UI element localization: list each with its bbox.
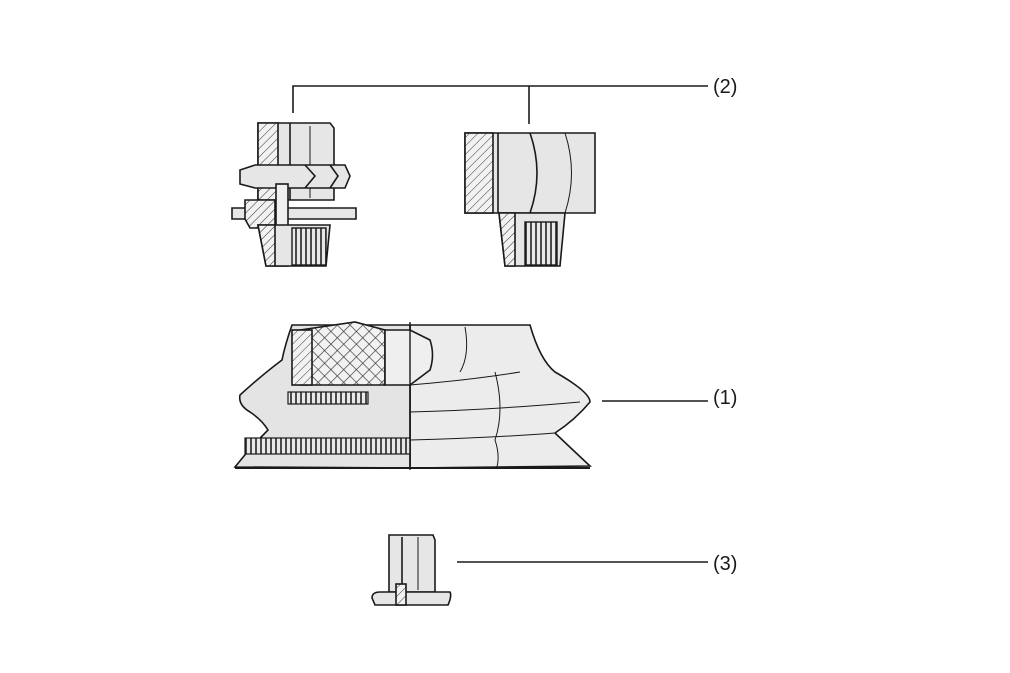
callout-label-1: (1) [713,387,738,409]
fitting-right [464,132,596,267]
part-1-suction-cup [233,321,708,470]
fitting-left [231,122,357,267]
callout-label-3: (3) [713,553,738,575]
callout-label-2: (2) [713,76,738,98]
part-3-adapter [371,534,708,606]
part-2-fittings [231,85,708,267]
leader-2 [292,85,708,124]
